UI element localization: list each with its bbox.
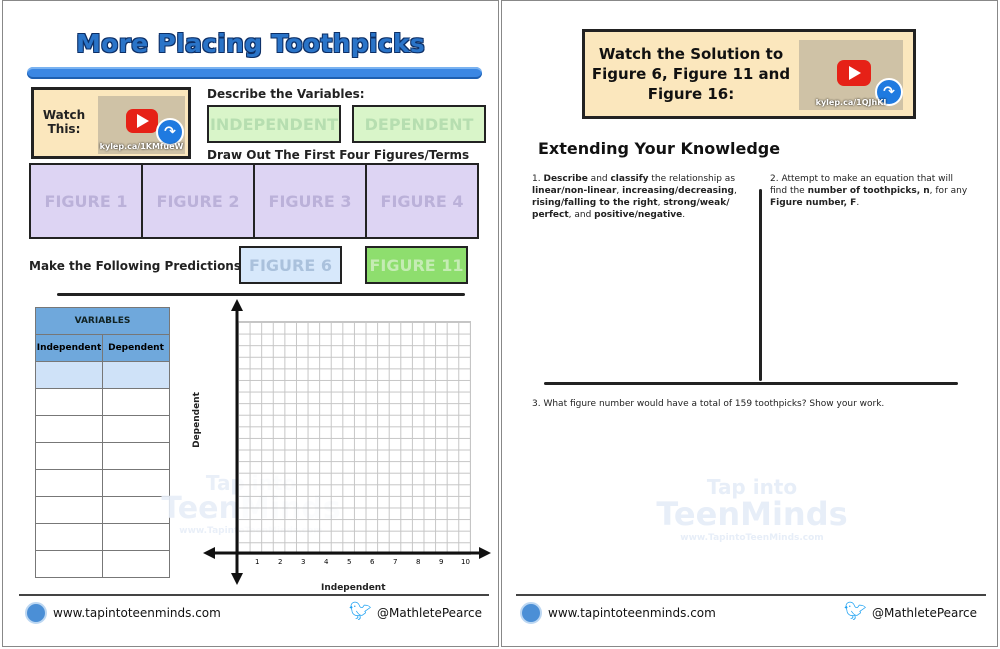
x-tick: 4 (324, 558, 329, 566)
x-tick: 3 (301, 558, 306, 566)
x-tick: 7 (393, 558, 398, 566)
figure-3-box: FIGURE 3 (255, 165, 367, 237)
independent-box: INDEPENDENT (207, 105, 341, 143)
play-icon[interactable] (126, 109, 158, 133)
video-thumbnail[interactable]: ↷ kylep.ca/1QJhKI (799, 40, 903, 110)
video-thumbnail[interactable]: ↷ kylep.ca/1KMfueW (98, 96, 185, 154)
question-number: 2. (770, 174, 779, 184)
predictions-label: Make the Following Predictions: (29, 259, 246, 273)
question-3: 3. What figure number would have a total… (532, 399, 885, 409)
table-title: VARIABLES (35, 307, 170, 335)
section-title: Extending Your Knowledge (538, 139, 781, 158)
worksheet-page-left: More Placing Toothpicks Watch This: ↷ ky… (2, 0, 499, 647)
figure-2-box: FIGURE 2 (143, 165, 255, 237)
graph-grid[interactable] (237, 321, 471, 555)
x-tick: 9 (439, 558, 444, 566)
section-divider (57, 293, 465, 296)
share-icon[interactable]: ↷ (156, 118, 184, 146)
worksheet-title: More Placing Toothpicks (75, 29, 426, 58)
footer-twitter-handle[interactable]: @MathletePearce (872, 606, 978, 620)
table-row[interactable] (35, 469, 170, 497)
play-icon[interactable] (837, 60, 871, 86)
watch-video-box[interactable]: Watch This: ↷ kylep.ca/1KMfueW (31, 87, 191, 159)
footer-divider (19, 594, 489, 596)
solution-heading: Watch the Solution to Figure 6, Figure 1… (591, 45, 791, 103)
x-tick: 6 (370, 558, 375, 566)
figure-1-box: FIGURE 1 (31, 165, 143, 237)
describe-variables-heading: Describe the Variables: (207, 87, 365, 101)
table-row[interactable] (35, 361, 170, 389)
graph-axes (203, 299, 491, 585)
share-icon[interactable]: ↷ (875, 78, 903, 106)
title-underline-stroke (27, 67, 482, 79)
y-axis-label: Dependent (191, 392, 202, 448)
figure-6-box: FIGURE 6 (239, 246, 342, 284)
x-tick: 8 (416, 558, 421, 566)
solution-video-box[interactable]: Watch the Solution to Figure 6, Figure 1… (582, 29, 916, 119)
table-row[interactable] (35, 550, 170, 578)
dependent-box: DEPENDENT (352, 105, 486, 143)
question-2: 2. Attempt to make an equation that will… (770, 174, 968, 208)
x-tick: 10 (461, 558, 470, 566)
table-col-independent: Independent (35, 334, 103, 362)
globe-logo-icon (25, 602, 47, 624)
footer-website[interactable]: www.tapintoteenminds.com (53, 606, 221, 620)
figures-heading: Draw Out The First Four Figures/Terms (207, 148, 470, 162)
question-number: 1. (532, 174, 541, 184)
globe-logo-icon (520, 602, 542, 624)
table-row[interactable] (35, 388, 170, 416)
worksheet-page-right: Watch the Solution to Figure 6, Figure 1… (501, 0, 998, 647)
figure-11-box: FIGURE 11 (365, 246, 468, 284)
twitter-bird-icon: 🐦︎ (349, 601, 372, 622)
table-row[interactable] (35, 523, 170, 551)
footer-website[interactable]: www.tapintoteenminds.com (548, 606, 716, 620)
table-col-dependent: Dependent (102, 334, 170, 362)
figures-row: FIGURE 1 FIGURE 2 FIGURE 3 FIGURE 4 (29, 163, 479, 239)
watermark-logo-right: Tap into TeenMinds www.TapintoTeenMinds.… (656, 475, 848, 543)
table-row[interactable] (35, 415, 170, 443)
video-url[interactable]: kylep.ca/1KMfueW (99, 142, 184, 151)
horizontal-divider (544, 382, 958, 385)
x-tick: 1 (255, 558, 260, 566)
twitter-bird-icon: 🐦︎ (844, 601, 867, 622)
video-url[interactable]: kylep.ca/1QJhKI (815, 98, 887, 107)
x-tick: 2 (278, 558, 283, 566)
vertical-divider (759, 189, 762, 381)
footer-twitter-handle[interactable]: @MathletePearce (377, 606, 483, 620)
x-axis-ticks: 1 2 3 4 5 6 7 8 9 10 (255, 558, 479, 570)
question-1: 1. Describe and classify the relationshi… (532, 174, 737, 220)
table-row[interactable] (35, 442, 170, 470)
table-row[interactable] (35, 496, 170, 524)
footer-divider (516, 594, 986, 596)
figure-4-box: FIGURE 4 (367, 165, 477, 237)
x-axis-label: Independent (321, 583, 386, 593)
watch-label: Watch This: (42, 108, 86, 136)
x-tick: 5 (347, 558, 352, 566)
